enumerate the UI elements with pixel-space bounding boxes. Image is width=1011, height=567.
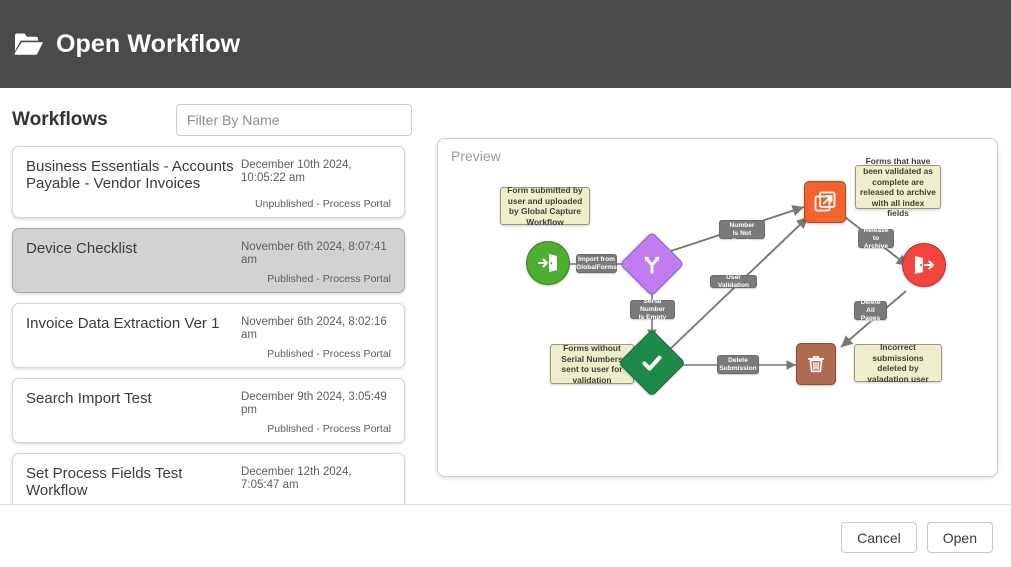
dialog-footer: Cancel Open <box>0 504 1011 567</box>
list-title: Workflows <box>12 109 108 130</box>
workflow-list[interactable]: Business Essentials - Accounts Payable -… <box>12 146 405 525</box>
workflow-item-status: Published - Process Portal <box>267 348 391 360</box>
workflow-item-date: December 12th 2024, 7:05:47 am <box>241 466 352 491</box>
exit-door-icon <box>915 256 935 274</box>
workflow-diagram-canvas[interactable]: Form submitted by user and uploaded by G… <box>438 139 997 476</box>
page-title: Open Workflow <box>56 29 241 58</box>
list-header: Workflows <box>12 100 412 140</box>
filter-by-name-input[interactable] <box>176 104 412 136</box>
workflow-item-name: Set Process Fields Test Workflow <box>26 465 183 499</box>
workflow-item-top: Set Process Fields Test Workflow December… <box>26 465 391 499</box>
edge-label-user-validation: User Validation <box>710 274 757 289</box>
workflow-item-top: Invoice Data Extraction Ver 1 November 6t… <box>26 315 391 342</box>
node-release-to-archive[interactable] <box>804 181 846 223</box>
workflow-item-name: Business Essentials - Accounts Payable -… <box>26 158 234 192</box>
edge-label-serial-number-not-empty: Serial Number Is Not Empty <box>719 214 765 245</box>
workflow-list-item[interactable]: Business Essentials - Accounts Payable -… <box>12 146 405 218</box>
workflow-list-item[interactable]: Device Checklist November 6th 2024, 8:07:… <box>12 228 405 293</box>
workflow-item-status: Published - Process Portal <box>267 423 391 435</box>
workflow-preview-panel: Preview <box>437 138 998 477</box>
note-incorrect-deleted: Incorrect submissions deleted by valadat… <box>854 342 942 384</box>
workflow-item-top: Device Checklist November 6th 2024, 8:07:… <box>26 240 391 267</box>
open-folder-icon <box>14 33 43 55</box>
workflow-list-item[interactable]: Search Import Test December 9th 2024, 3:0… <box>12 378 405 443</box>
fork-split-icon <box>641 253 663 275</box>
edge-label-serial-number-is-empty: Serial Number Is Empty <box>630 298 675 321</box>
workflow-item-top: Business Essentials - Accounts Payable -… <box>26 158 391 192</box>
dialog-body: Workflows Business Essentials - Accounts… <box>0 88 1011 525</box>
node-import-globalforms[interactable] <box>526 241 570 285</box>
node-delete-submission[interactable] <box>796 343 836 385</box>
edge-label-delete-all-pages: Delete All Pages <box>854 299 887 322</box>
workflow-item-name: Device Checklist <box>26 240 137 257</box>
workflow-item-date: November 6th 2024, 8:02:16 am <box>241 316 387 341</box>
check-icon <box>640 351 664 375</box>
footer-buttons: Cancel Open <box>841 522 993 553</box>
workflow-item-top: Search Import Test December 9th 2024, 3:0… <box>26 390 391 417</box>
import-door-icon <box>537 254 557 272</box>
workflow-item-status: Unpublished - Process Portal <box>255 198 391 210</box>
note-released-archive: Forms that have been validated as comple… <box>855 156 941 218</box>
release-arrow-icon <box>814 191 836 212</box>
preview-label: Preview <box>451 148 501 164</box>
node-split-decision[interactable] <box>619 231 685 297</box>
open-button[interactable]: Open <box>926 522 993 553</box>
workflow-item-date: November 6th 2024, 8:07:41 am <box>241 241 387 266</box>
workflow-list-pane: Workflows Business Essentials - Accounts… <box>0 88 425 525</box>
workflow-item-name: Search Import Test <box>26 390 152 407</box>
workflow-item-name: Invoice Data Extraction Ver 1 <box>26 315 220 332</box>
dialog-header: Open Workflow <box>0 0 1011 88</box>
node-user-validation[interactable] <box>618 329 686 397</box>
workflow-list-item[interactable]: Invoice Data Extraction Ver 1 November 6t… <box>12 303 405 368</box>
edge-label-import-from-globalforms: Import from GlobalForms <box>576 254 617 273</box>
workflow-item-date: December 10th 2024, 10:05:22 am <box>241 159 352 184</box>
edge-label-delete-submission: Delete Submission <box>717 355 759 374</box>
workflow-item-status: Published - Process Portal <box>267 273 391 285</box>
note-forms-without-serial: Forms without Serial Numbers sent to use… <box>550 343 634 385</box>
node-exit-workflow[interactable] <box>902 243 946 287</box>
trash-icon <box>807 356 825 373</box>
note-form-submitted: Form submitted by user and uploaded by G… <box>500 185 590 227</box>
workflow-item-date: December 9th 2024, 3:05:49 pm <box>241 391 387 416</box>
cancel-button[interactable]: Cancel <box>841 522 917 553</box>
edge-label-release-to-archive: Release to Archive <box>858 227 894 250</box>
